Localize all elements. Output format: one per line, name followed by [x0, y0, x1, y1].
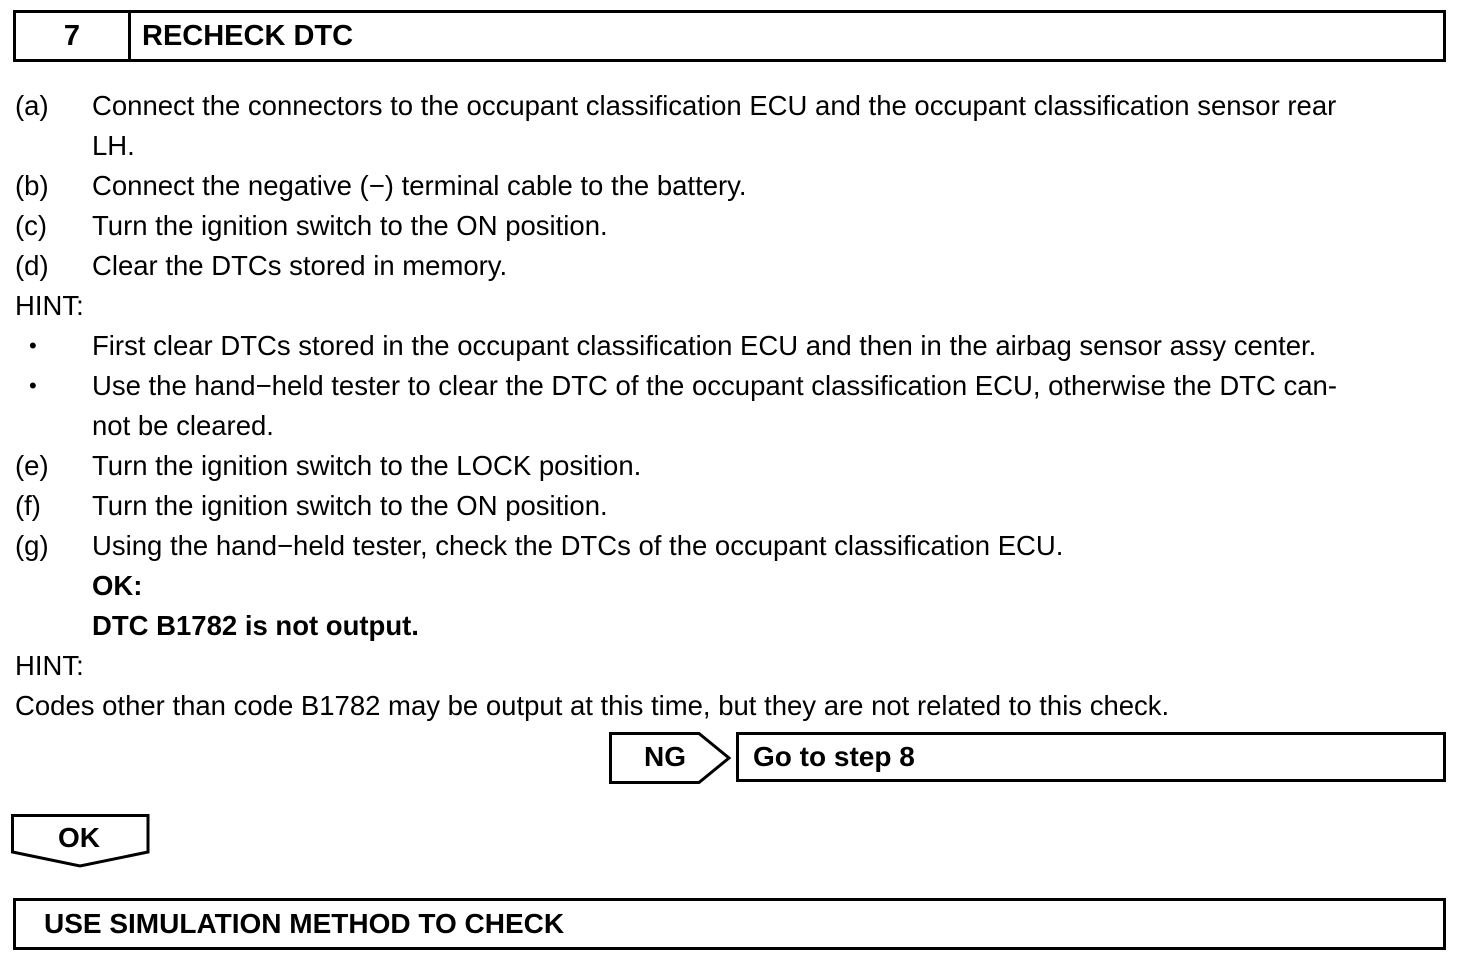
hint-heading-2: HINT:: [15, 650, 84, 681]
item-label-e: (e): [15, 450, 49, 481]
item-text-e: Turn the ignition switch to the LOCK pos…: [92, 450, 642, 481]
ng-target-text: Go to step 8: [753, 741, 915, 772]
item-label-g: (g): [15, 530, 49, 561]
step-title: RECHECK DTC: [142, 20, 354, 52]
bullet-icon: •: [29, 373, 37, 398]
item-label-f: (f): [15, 490, 41, 521]
ng-arrow-icon: [609, 732, 732, 784]
next-step-box[interactable]: USE SIMULATION METHOD TO CHECK: [13, 898, 1446, 950]
item-label-b: (b): [15, 170, 49, 201]
item-text-g: Using the hand−held tester, check the DT…: [92, 530, 1064, 561]
item-label-a: (a): [15, 90, 49, 121]
hint-heading-1: HINT:: [15, 290, 84, 321]
item-text-a-line2: LH.: [92, 130, 135, 161]
item-label-c: (c): [15, 210, 48, 241]
bullet-text-2-line2: not be cleared.: [92, 410, 274, 441]
ng-target-box[interactable]: Go to step 8: [736, 732, 1446, 782]
bullet-text-1: First clear DTCs stored in the occupant …: [92, 330, 1317, 361]
hint-text-2: Codes other than code B1782 may be outpu…: [15, 690, 1170, 721]
bullet-icon: •: [29, 333, 37, 358]
ok-arrow-icon: [11, 814, 150, 868]
item-text-d: Clear the DTCs stored in memory.: [92, 250, 508, 281]
ok-criteria-heading: OK:: [92, 570, 143, 601]
step-header: 7 RECHECK DTC: [13, 10, 1446, 62]
ok-criteria-result: DTC B1782 is not output.: [92, 610, 419, 641]
ok-label: OK: [58, 822, 100, 853]
item-text-b: Connect the negative (−) terminal cable …: [92, 170, 747, 201]
step-number: 7: [16, 13, 131, 59]
bullet-text-2-line1: Use the hand−held tester to clear the DT…: [92, 370, 1337, 401]
item-text-c: Turn the ignition switch to the ON posit…: [92, 210, 608, 241]
next-step-title: USE SIMULATION METHOD TO CHECK: [44, 908, 565, 939]
item-text-f: Turn the ignition switch to the ON posit…: [92, 490, 608, 521]
ng-label: NG: [644, 741, 686, 772]
item-label-d: (d): [15, 250, 49, 281]
item-text-a-line1: Connect the connectors to the occupant c…: [92, 90, 1337, 121]
